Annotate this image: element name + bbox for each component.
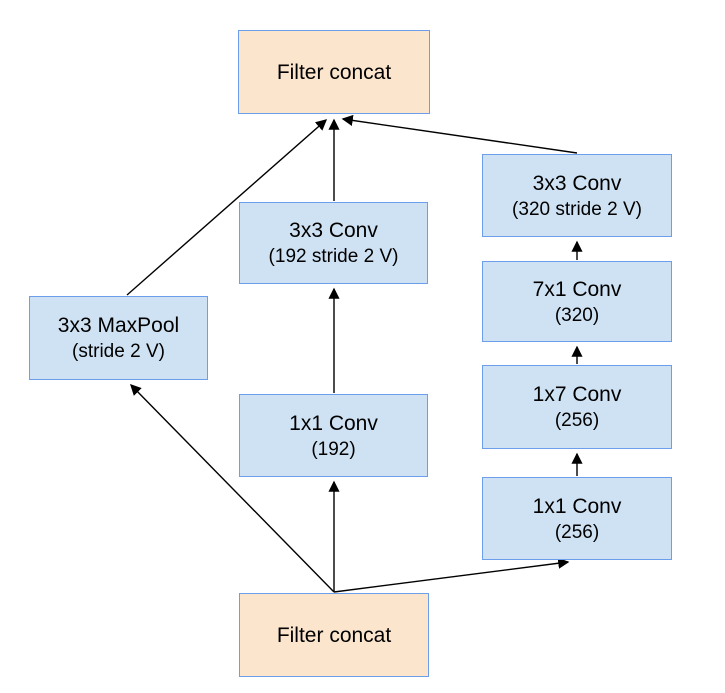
node-sublabel: (320 stride 2 V) <box>512 198 642 220</box>
node-label: 7x1 Conv <box>532 277 622 301</box>
node-maxpool: 3x3 MaxPool (stride 2 V) <box>29 296 208 380</box>
node-label: 1x1 Conv <box>289 411 378 435</box>
node-label: 3x3 Conv <box>289 219 378 242</box>
node-label: Filter concat <box>276 60 392 84</box>
node-conv1x7-256: 1x7 Conv (256) <box>482 365 672 449</box>
arrow-bottom-concat-to-conv1x1-256 <box>333 557 570 593</box>
node-conv3x3-192: 3x3 Conv (192 stride 2 V) <box>239 202 428 284</box>
node-filter-concat-top: Filter concat <box>238 30 430 114</box>
node-conv7x1-320: 7x1 Conv (320) <box>482 261 672 342</box>
node-label: Filter concat <box>276 623 392 647</box>
node-conv3x3-320: 3x3 Conv (320 stride 2 V) <box>482 154 672 237</box>
node-filter-concat-bottom: Filter concat <box>239 593 429 677</box>
node-label: 1x7 Conv <box>532 383 622 406</box>
node-label: 3x3 Conv <box>532 171 622 195</box>
node-sublabel: (256) <box>554 521 600 543</box>
arrow-conv3x3-320-to-top-concat <box>341 114 578 154</box>
node-sublabel: (320) <box>554 304 600 326</box>
node-sublabel: (192 stride 2 V) <box>268 246 399 267</box>
node-sublabel: (192) <box>311 438 356 460</box>
node-conv1x1-192: 1x1 Conv (192) <box>239 394 428 477</box>
node-label: 3x3 MaxPool <box>57 314 180 337</box>
node-sublabel: (256) <box>554 410 600 431</box>
node-conv1x1-256: 1x1 Conv (256) <box>482 477 672 560</box>
node-sublabel: (stride 2 V) <box>72 341 165 362</box>
node-label: 1x1 Conv <box>532 494 622 518</box>
